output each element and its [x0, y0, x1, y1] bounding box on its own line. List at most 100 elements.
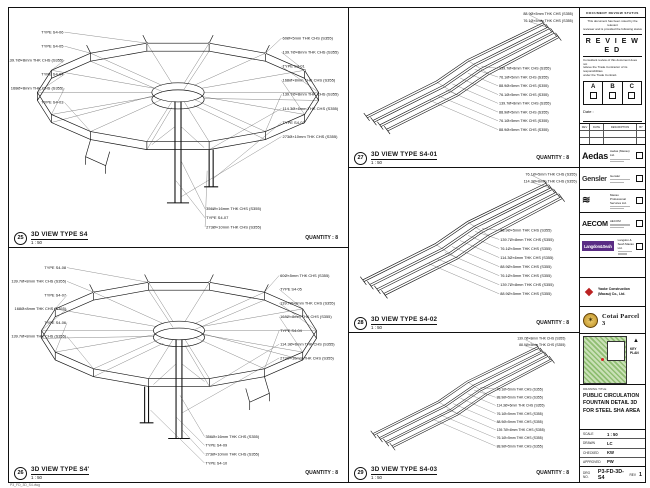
drawing-title-label: DRAWING TITLE [583, 387, 607, 391]
svg-text:TYPE S4-07: TYPE S4-07 [44, 292, 66, 297]
review-status-options: A B C [583, 81, 642, 106]
annotation-labels: 88.9Ø×5mm THK CHS (S355) 76.1Ø×5mm THK CH… [429, 12, 573, 132]
svg-text:TYPE S4-06: TYPE S4-06 [44, 320, 66, 325]
drawing-fields: SCALE 1 : 50 DRAWN LC CHECKED KW APPROVE… [580, 430, 645, 467]
status-option-c: C [623, 82, 641, 104]
svg-text:168Ø×8mm THK CHS (S355): 168Ø×8mm THK CHS (S355) [15, 306, 67, 311]
view-title: 3D VIEW TYPE S4-03 [371, 466, 438, 475]
title-block: DOCUMENT REVIEW STATUS This document has… [580, 8, 645, 482]
option-c-checkbox [628, 92, 636, 100]
svg-text:88.9Ø×5mm THK CHS (S355): 88.9Ø×5mm THK CHS (S355) [497, 395, 543, 399]
status-option-a: A [584, 82, 604, 105]
drg-no-label: DRG NO. [583, 470, 591, 479]
checked-field: CHECKED KW [580, 449, 645, 458]
svg-text:TYPE S4-05: TYPE S4-05 [41, 43, 64, 48]
consultant-langdon-seah: Langdon&Seah Langdon & Seah Macau Ltd. [580, 235, 645, 257]
rev-value: 1 [639, 471, 642, 478]
drawing-number-row: DRG NO. P3-FD-3D-S4 REV 1 [580, 467, 645, 482]
langdon-seah-logo: Langdon&Seah [582, 241, 614, 252]
consultant-name: Aedas (Macau) Ltd. [610, 149, 630, 158]
contractor-name-line: Yaoke Construction [598, 287, 630, 292]
svg-text:139.7Ø×8mm THK CHS (S355): 139.7Ø×8mm THK CHS (S355) [499, 102, 551, 106]
contractor-name-line: (Macau) Co., Ltd. [598, 292, 626, 296]
svg-text:TYPE S4-04: TYPE S4-04 [41, 72, 64, 77]
svg-text:139.7Ø×8mm THK CHS (S355): 139.7Ø×8mm THK CHS (S355) [282, 92, 339, 97]
svg-text:76.1Ø×5mm THK CHS (S355): 76.1Ø×5mm THK CHS (S355) [497, 412, 543, 416]
address-placeholder [617, 250, 632, 253]
consultant-aedas: Aedas Aedas (Macau) Ltd. [580, 145, 645, 168]
field-label: SCALE [583, 432, 594, 437]
annotation-labels: 139.7Ø×8mm THK CHS (S355) 88.9Ø×5mm THK C… [432, 337, 565, 448]
svg-text:76.1Ø×5mm THK CHS (S355): 76.1Ø×5mm THK CHS (S355) [499, 93, 549, 97]
revision-table-header: REV DATE DESCRIPTION BY [580, 124, 645, 131]
view-scale: 1 : 50 [371, 160, 382, 165]
pipe-assembly-drawing: 76.1Ø×5mm THK CHS (S355) 114.3Ø×6mm THK C… [358, 172, 578, 300]
field-label: CHECKED [583, 450, 599, 455]
field-label: DRAWN [583, 441, 595, 446]
svg-text:168Ø×8mm THK CHS (S355): 168Ø×8mm THK CHS (S355) [280, 314, 332, 319]
svg-text:TYPE S4-10: TYPE S4-10 [206, 460, 229, 465]
svg-text:TYPE S4-05: TYPE S4-05 [280, 287, 303, 292]
svg-text:TYPE S4-04: TYPE S4-04 [280, 328, 303, 333]
view-quantity: QUANTITY : 8 [536, 320, 569, 326]
consultant-name: AECOM [610, 219, 621, 224]
address-placeholder [617, 253, 628, 255]
drg-no-value: P3-FD-3D-S4 [597, 468, 624, 481]
svg-text:168Ø×8mm THK CHS (S355): 168Ø×8mm THK CHS (S355) [282, 78, 335, 83]
svg-text:88.9Ø×5mm THK CHS (S355): 88.9Ø×5mm THK CHS (S355) [499, 128, 549, 132]
svg-text:139.7Ø×8mm THK CHS (S355): 139.7Ø×8mm THK CHS (S355) [500, 283, 554, 287]
svg-text:TYPE S4-09: TYPE S4-09 [206, 443, 228, 448]
annotation-labels: 76.1Ø×5mm THK CHS (S355) 114.3Ø×6mm THK C… [428, 172, 578, 296]
stamp-intro-line: reviewer and is provided the following s… [583, 26, 642, 31]
view-caption: 25 3D VIEW TYPE S4 1 : 50 QUANTITY : 8 [14, 231, 342, 245]
svg-text:139.7Ø×8mm THK CHS (S355): 139.7Ø×8mm THK CHS (S355) [11, 334, 66, 339]
svg-text:88.9Ø×5mm THK CHS (S355): 88.9Ø×5mm THK CHS (S355) [519, 343, 565, 347]
svg-text:88.9Ø×5mm THK CHS (S355): 88.9Ø×5mm THK CHS (S355) [499, 84, 549, 88]
consultant-checkbox [636, 197, 643, 205]
contractor-box: Yaoke Construction (Macau) Co., Ltd. [580, 278, 645, 307]
address-placeholder [610, 208, 624, 210]
scale-field: SCALE 1 : 50 [580, 430, 645, 440]
panel-3d-view-type-s4-01: 88.9Ø×5mm THK CHS (S355) 76.1Ø×5mm THK CH… [349, 8, 579, 168]
consultant-name: Gensler [610, 173, 621, 178]
svg-text:139.7Ø×8mm THK CHS (S355): 139.7Ø×8mm THK CHS (S355) [280, 300, 335, 305]
consultant-checkbox [636, 242, 643, 250]
left-view-column: TYPE S4-06 TYPE S4-05 139.7Ø×8mm THK CHS (… [9, 8, 349, 482]
description-col-header: DESCRIPTION [604, 124, 637, 130]
svg-text:88.9Ø×5mm THK CHS (S355): 88.9Ø×5mm THK CHS (S355) [497, 420, 543, 424]
view-scale: 1 : 50 [31, 475, 42, 480]
view-quantity: QUANTITY : 8 [536, 470, 569, 476]
middle-view-column: 88.9Ø×5mm THK CHS (S355) 76.1Ø×5mm THK CH… [349, 8, 580, 482]
view-title: 3D VIEW TYPE S4 [31, 231, 88, 240]
svg-text:114.3Ø×6mm THK CHS (S355): 114.3Ø×6mm THK CHS (S355) [524, 179, 578, 183]
drawn-field: DRAWN LC [580, 439, 645, 449]
project-name: Cotai Parcel 3 [602, 313, 640, 327]
gensler-logo: Gensler [582, 173, 607, 183]
consultant-checkbox [636, 220, 643, 228]
address-placeholder [610, 205, 631, 207]
svg-text:60Ø×5mm THK CHS (S355): 60Ø×5mm THK CHS (S355) [282, 35, 333, 40]
drawing-title-line: PUBLIC CIRCULATION [583, 392, 640, 399]
svg-text:139.7Ø×8mm THK CHS (S355): 139.7Ø×8mm THK CHS (S355) [497, 428, 545, 432]
stamp-note-line: under the Trade Contract. [583, 73, 618, 78]
project-identity: ✶ Cotai Parcel 3 [580, 307, 645, 334]
svg-text:273Ø×10mm THK CHS (S355): 273Ø×10mm THK CHS (S355) [280, 355, 334, 360]
consultant-name: Langdon & Seah Macau Ltd. [617, 237, 634, 250]
svg-text:139.7Ø×8mm THK CHS (S355): 139.7Ø×8mm THK CHS (S355) [499, 67, 551, 71]
svg-text:76.1Ø×5mm THK CHS (S355): 76.1Ø×5mm THK CHS (S355) [499, 75, 549, 79]
svg-text:76.1Ø×5mm THK CHS (S355): 76.1Ø×5mm THK CHS (S355) [523, 19, 573, 23]
field-value: PW [607, 459, 614, 465]
svg-text:76.1Ø×5mm THK CHS (S355): 76.1Ø×5mm THK CHS (S355) [497, 387, 543, 391]
svg-text:114.3Ø×6mm THK CHS (S355): 114.3Ø×6mm THK CHS (S355) [500, 256, 554, 260]
view-caption: 27 3D VIEW TYPE S4-01 1 : 50 QUANTITY : … [354, 151, 573, 165]
option-a-checkbox [589, 92, 597, 100]
option-a-label: A [590, 83, 596, 90]
svg-text:88.9Ø×5mm THK CHS (S355): 88.9Ø×5mm THK CHS (S355) [497, 444, 543, 448]
aedas-logo: Aedas [582, 150, 609, 161]
svg-text:60Ø×5mm THK CHS (S355): 60Ø×5mm THK CHS (S355) [280, 273, 330, 278]
view-number-badge: 26 [14, 466, 27, 480]
svg-text:76.1Ø×5mm THK CHS (S355): 76.1Ø×5mm THK CHS (S355) [500, 247, 552, 251]
